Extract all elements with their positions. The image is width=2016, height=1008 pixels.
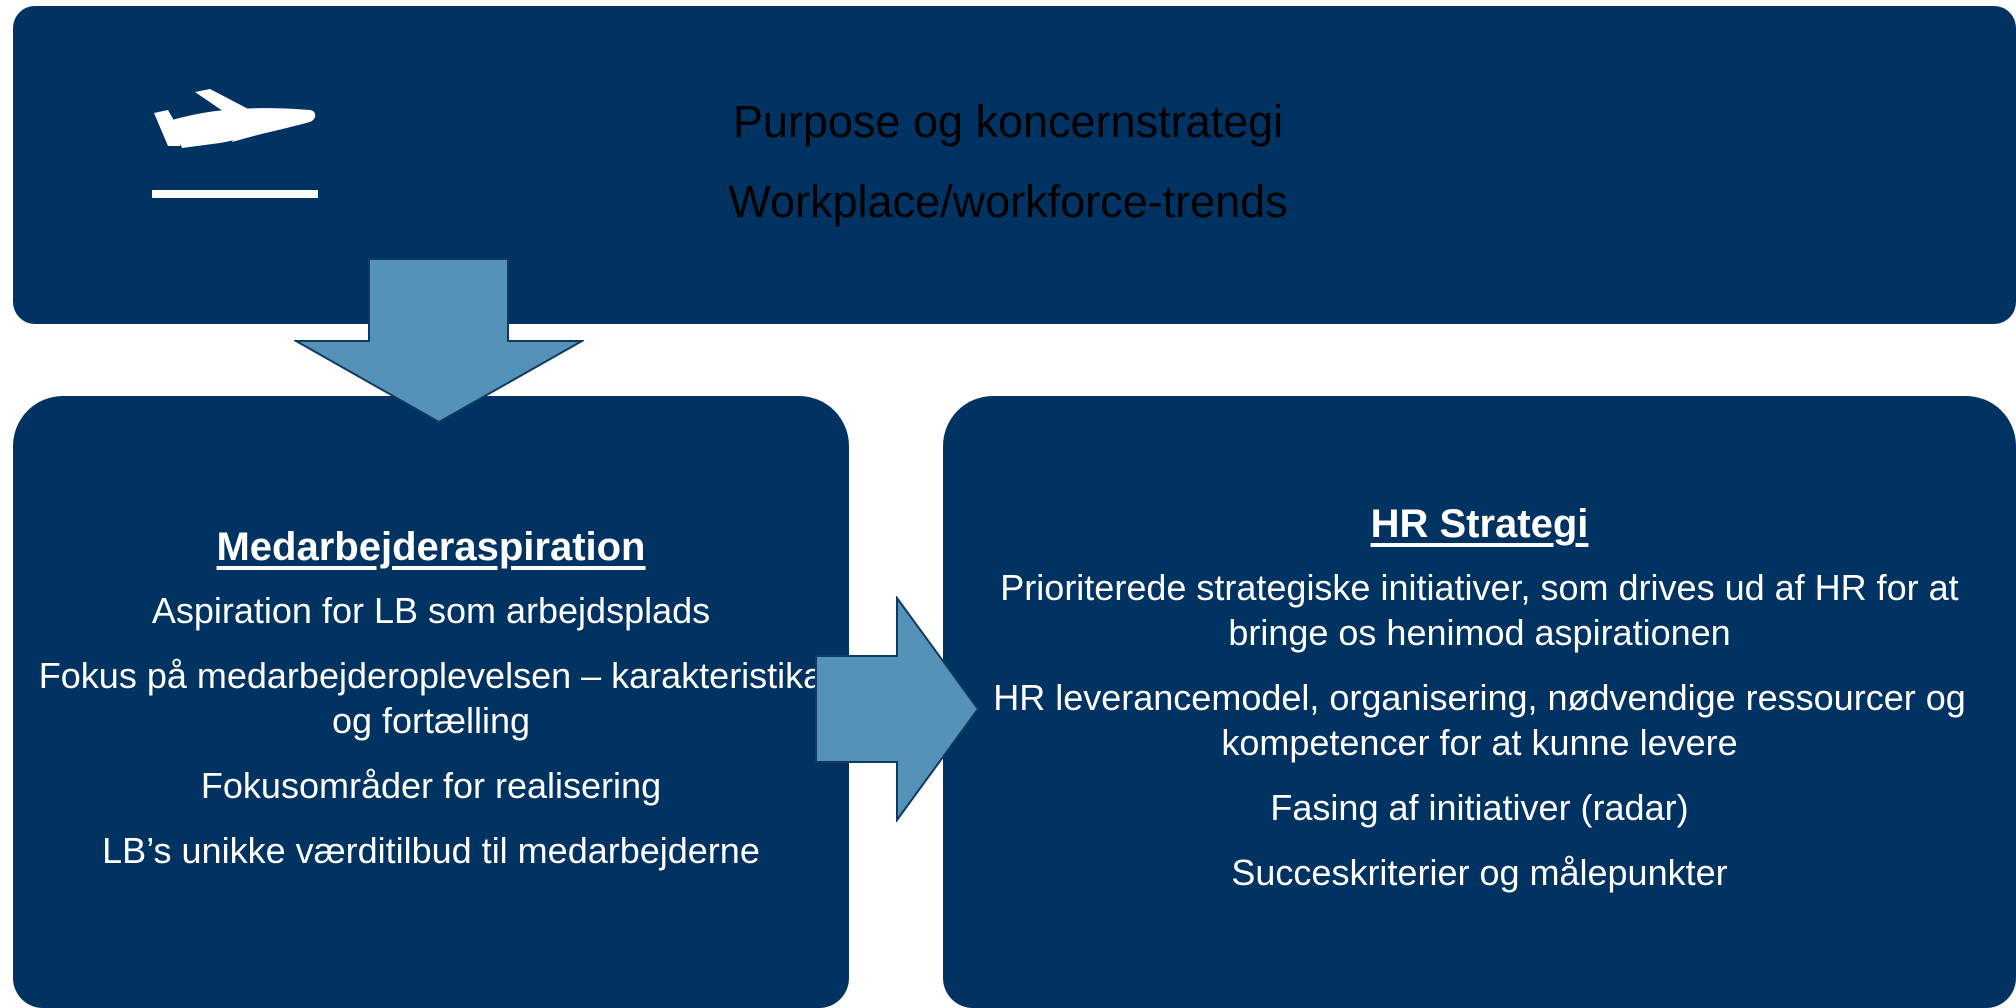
- left-box-item: Aspiration for LB som arbejdsplads: [151, 590, 711, 631]
- left-box-item: Fokusområder for realisering: [200, 765, 662, 806]
- airplane-departure-icon: [152, 89, 318, 198]
- left-box: Medarbejderaspiration Aspiration for LB …: [13, 396, 849, 1008]
- purpose-strategy-text: Purpose og koncernstrategi: [732, 96, 1284, 147]
- down-arrow: [294, 258, 584, 424]
- right-box: HR Strategi Prioriterede strategiske ini…: [943, 396, 2016, 1008]
- left-box-content: Medarbejderaspiration Aspiration for LB …: [13, 522, 849, 893]
- left-box-item: LB’s unikke værditilbud til medarbejdern…: [102, 830, 760, 871]
- right-box-item: Prioriterede strategiske initiativer, so…: [1000, 567, 1959, 653]
- right-box-content: HR Strategi Prioriterede strategiske ini…: [943, 499, 2016, 915]
- right-box-item: HR leverancemodel, organisering, nødvend…: [993, 677, 1966, 763]
- top-box: [13, 6, 2016, 324]
- right-arrow: [815, 596, 980, 822]
- left-box-title: Medarbejderaspiration: [216, 525, 646, 569]
- left-box-item: Fokus på medarbejderoplevelsen – karakte…: [38, 655, 824, 741]
- workplace-trends-text: Workplace/workforce-trends: [728, 176, 1288, 227]
- right-box-item: Succeskriterier og målepunkter: [1231, 852, 1728, 893]
- right-box-item: Fasing af initiativer (radar): [1270, 787, 1689, 828]
- right-box-title: HR Strategi: [1370, 502, 1589, 546]
